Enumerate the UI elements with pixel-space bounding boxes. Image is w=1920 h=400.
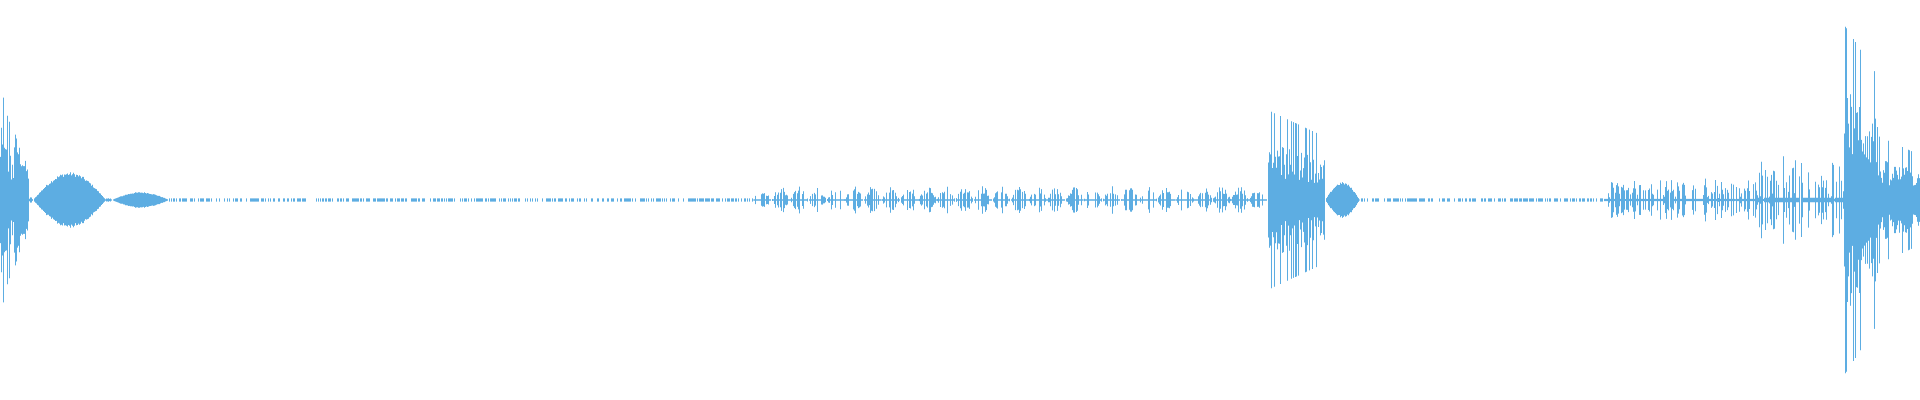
waveform-samples	[0, 26, 1920, 374]
waveform-path	[0, 26, 1920, 374]
